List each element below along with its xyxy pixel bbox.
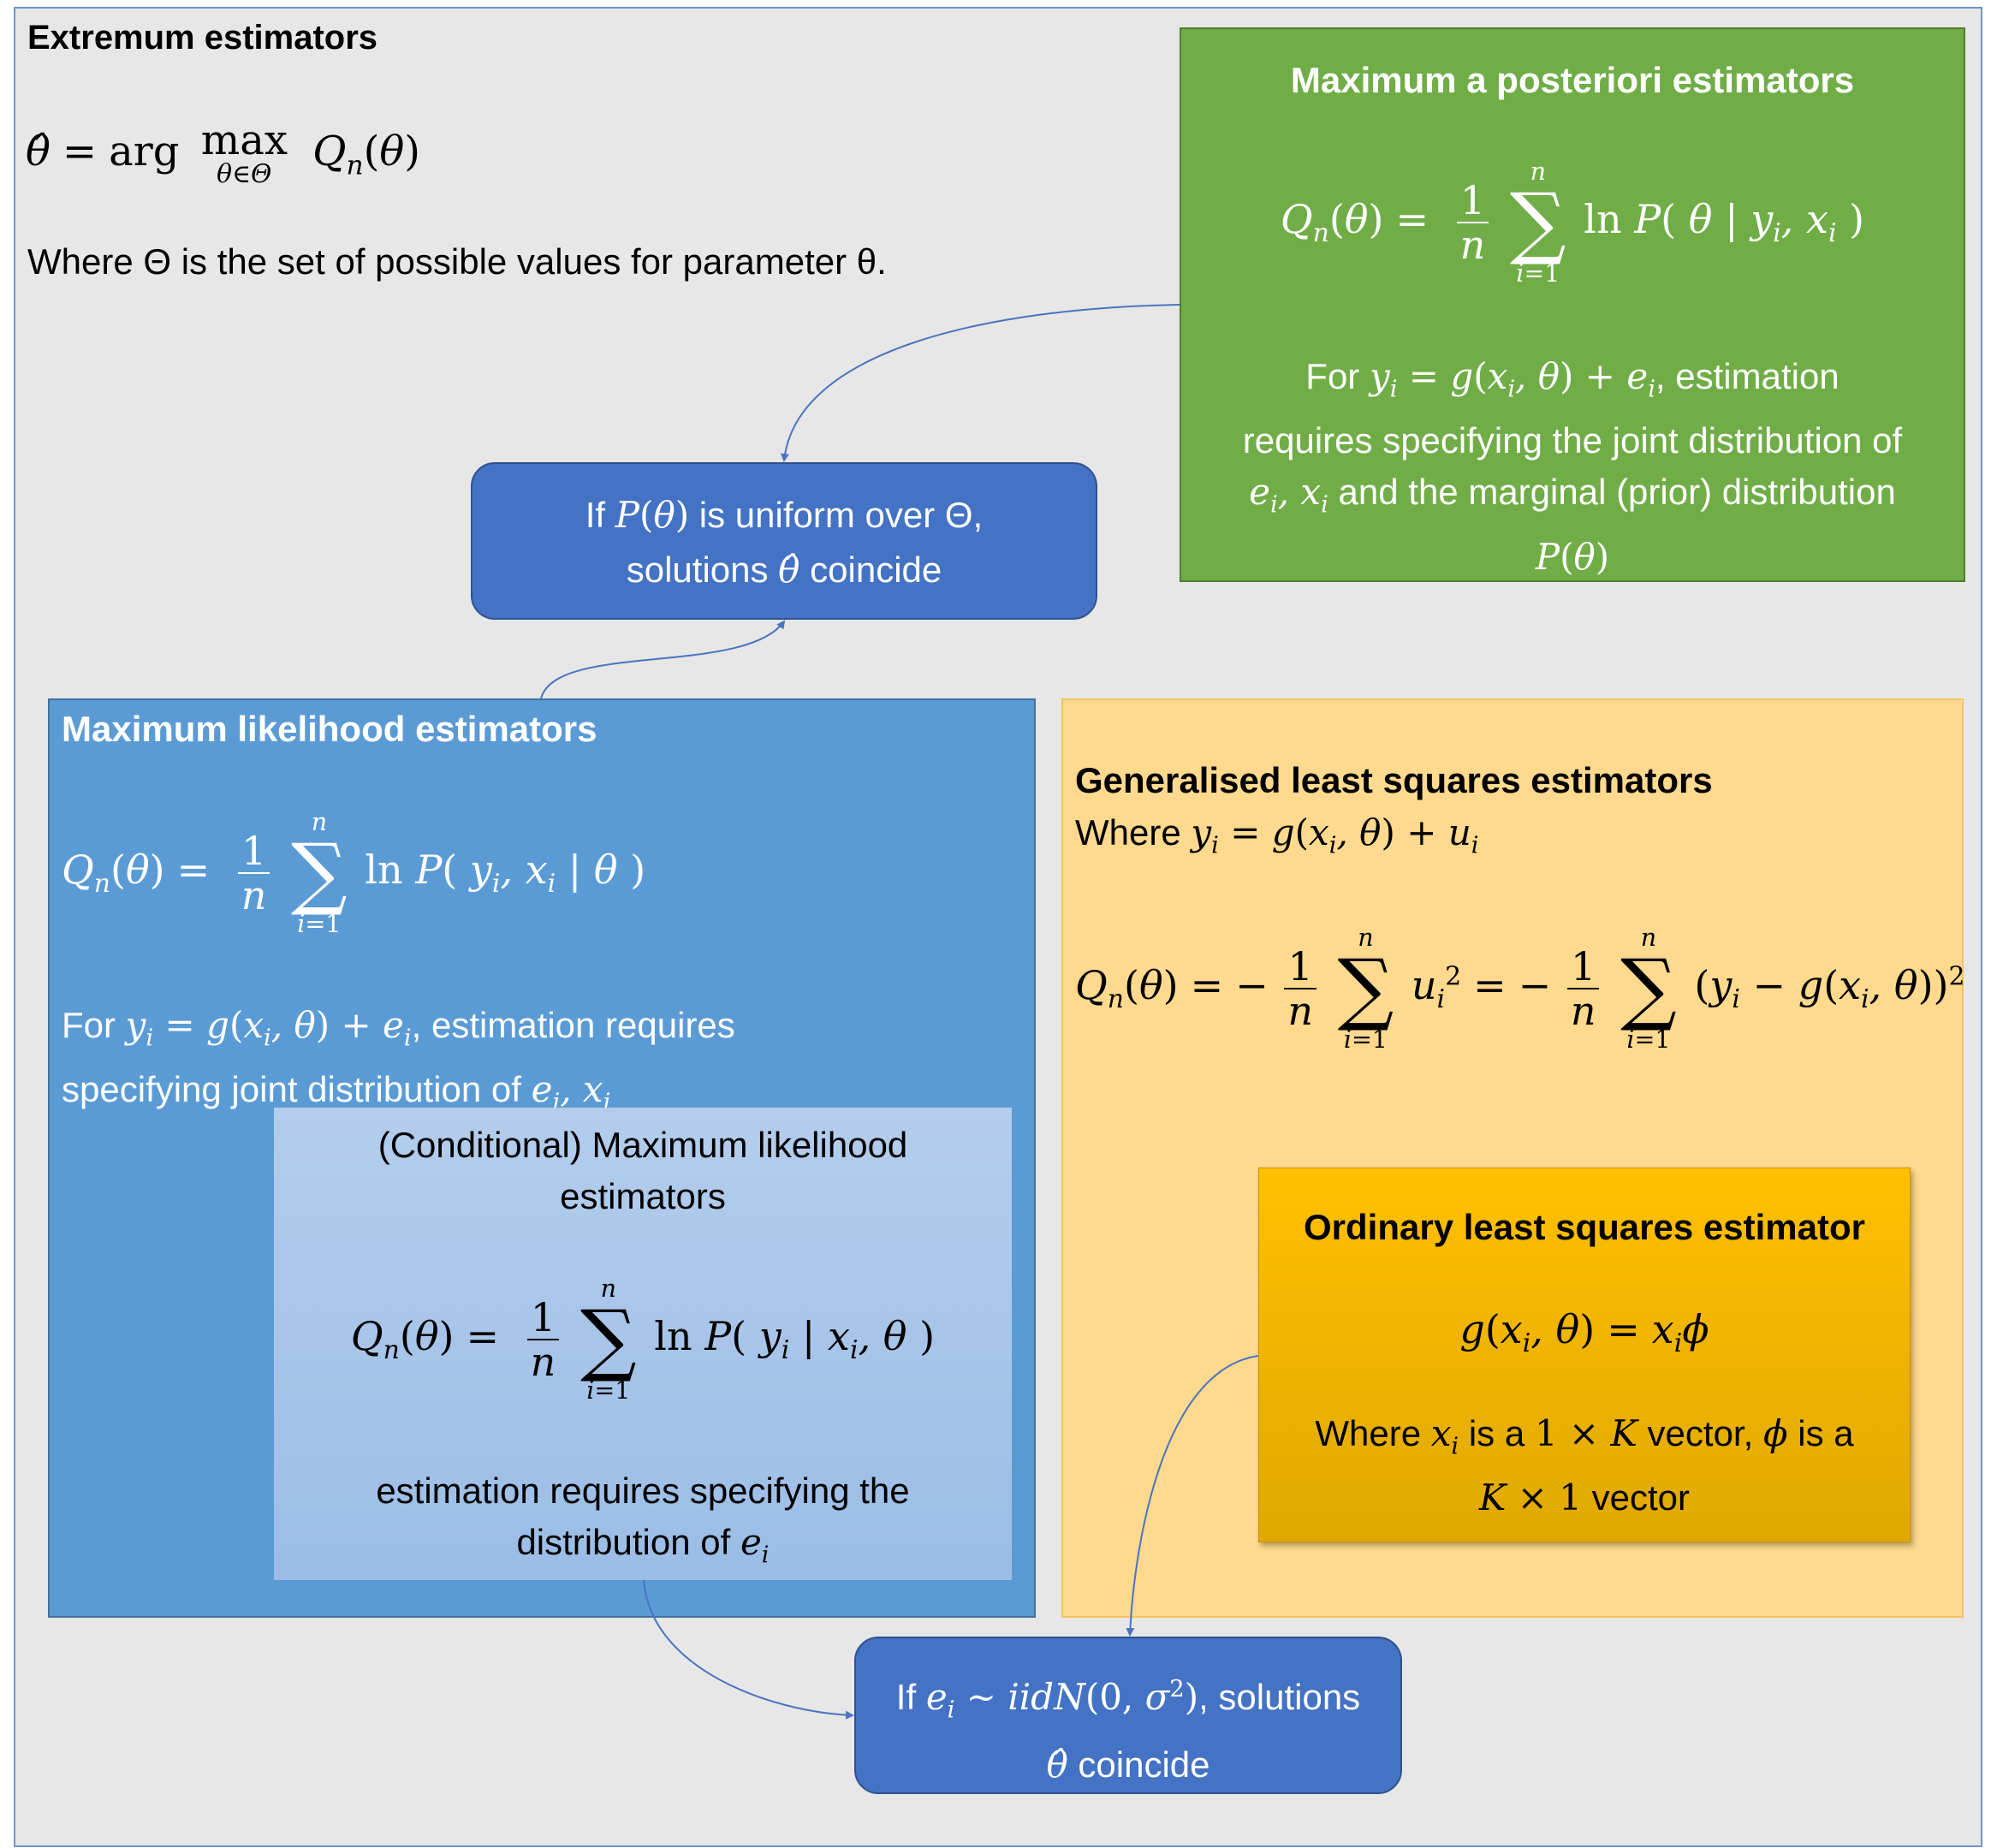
- ml-title: Maximum likelihood estimators: [62, 709, 597, 749]
- uniform-coincide-box: [471, 462, 1097, 620]
- ols-box: [1258, 1168, 1911, 1542]
- ols-text: Where xi is a 1 × K vector, ϕ is a K × 1…: [1315, 1412, 1854, 1519]
- iid-coincide-box: [854, 1637, 1402, 1794]
- ml-text: For yi = g(xi, θ) + ei, estimation requi…: [62, 1004, 735, 1116]
- iid-coincide-text: If ei ∼ iidN(0, σ2), solutions θ̂ coinci…: [895, 1676, 1361, 1786]
- cml-title: (Conditional) Maximum likelihood estimat…: [377, 1125, 908, 1216]
- map-text: For yi = g(xi, θ) + ei, estimation requi…: [1242, 355, 1903, 578]
- map-title: Maximum a posteriori estimators: [1290, 60, 1855, 100]
- gls-title: Generalised least squares estimators: [1075, 760, 1713, 800]
- cml-box: [274, 1108, 1012, 1580]
- gls-where: Where yi = g(xi, θ) + ui: [1075, 811, 1479, 859]
- extremum-where-text: Where Θ is the set of possible values fo…: [27, 241, 887, 282]
- ols-to-iid-connector: [1126, 1355, 1259, 1637]
- cml-to-iid-connector: [643, 1579, 854, 1720]
- ols-title: Ordinary least squares estimator: [1304, 1207, 1865, 1247]
- ols-formula: g(xi, θ)=xiϕ: [1459, 1306, 1709, 1359]
- uniform-coincide-text: If P(θ) is uniform over Θ, solutions θ̂ …: [585, 494, 984, 591]
- ml-to-uniform-connector: [540, 620, 786, 699]
- map-box: [1180, 27, 1965, 582]
- extremum-title: Extremum estimators: [27, 19, 378, 56]
- map-to-uniform-connector: [780, 304, 1180, 462]
- cml-text: estimation requires specifying the distr…: [376, 1471, 910, 1569]
